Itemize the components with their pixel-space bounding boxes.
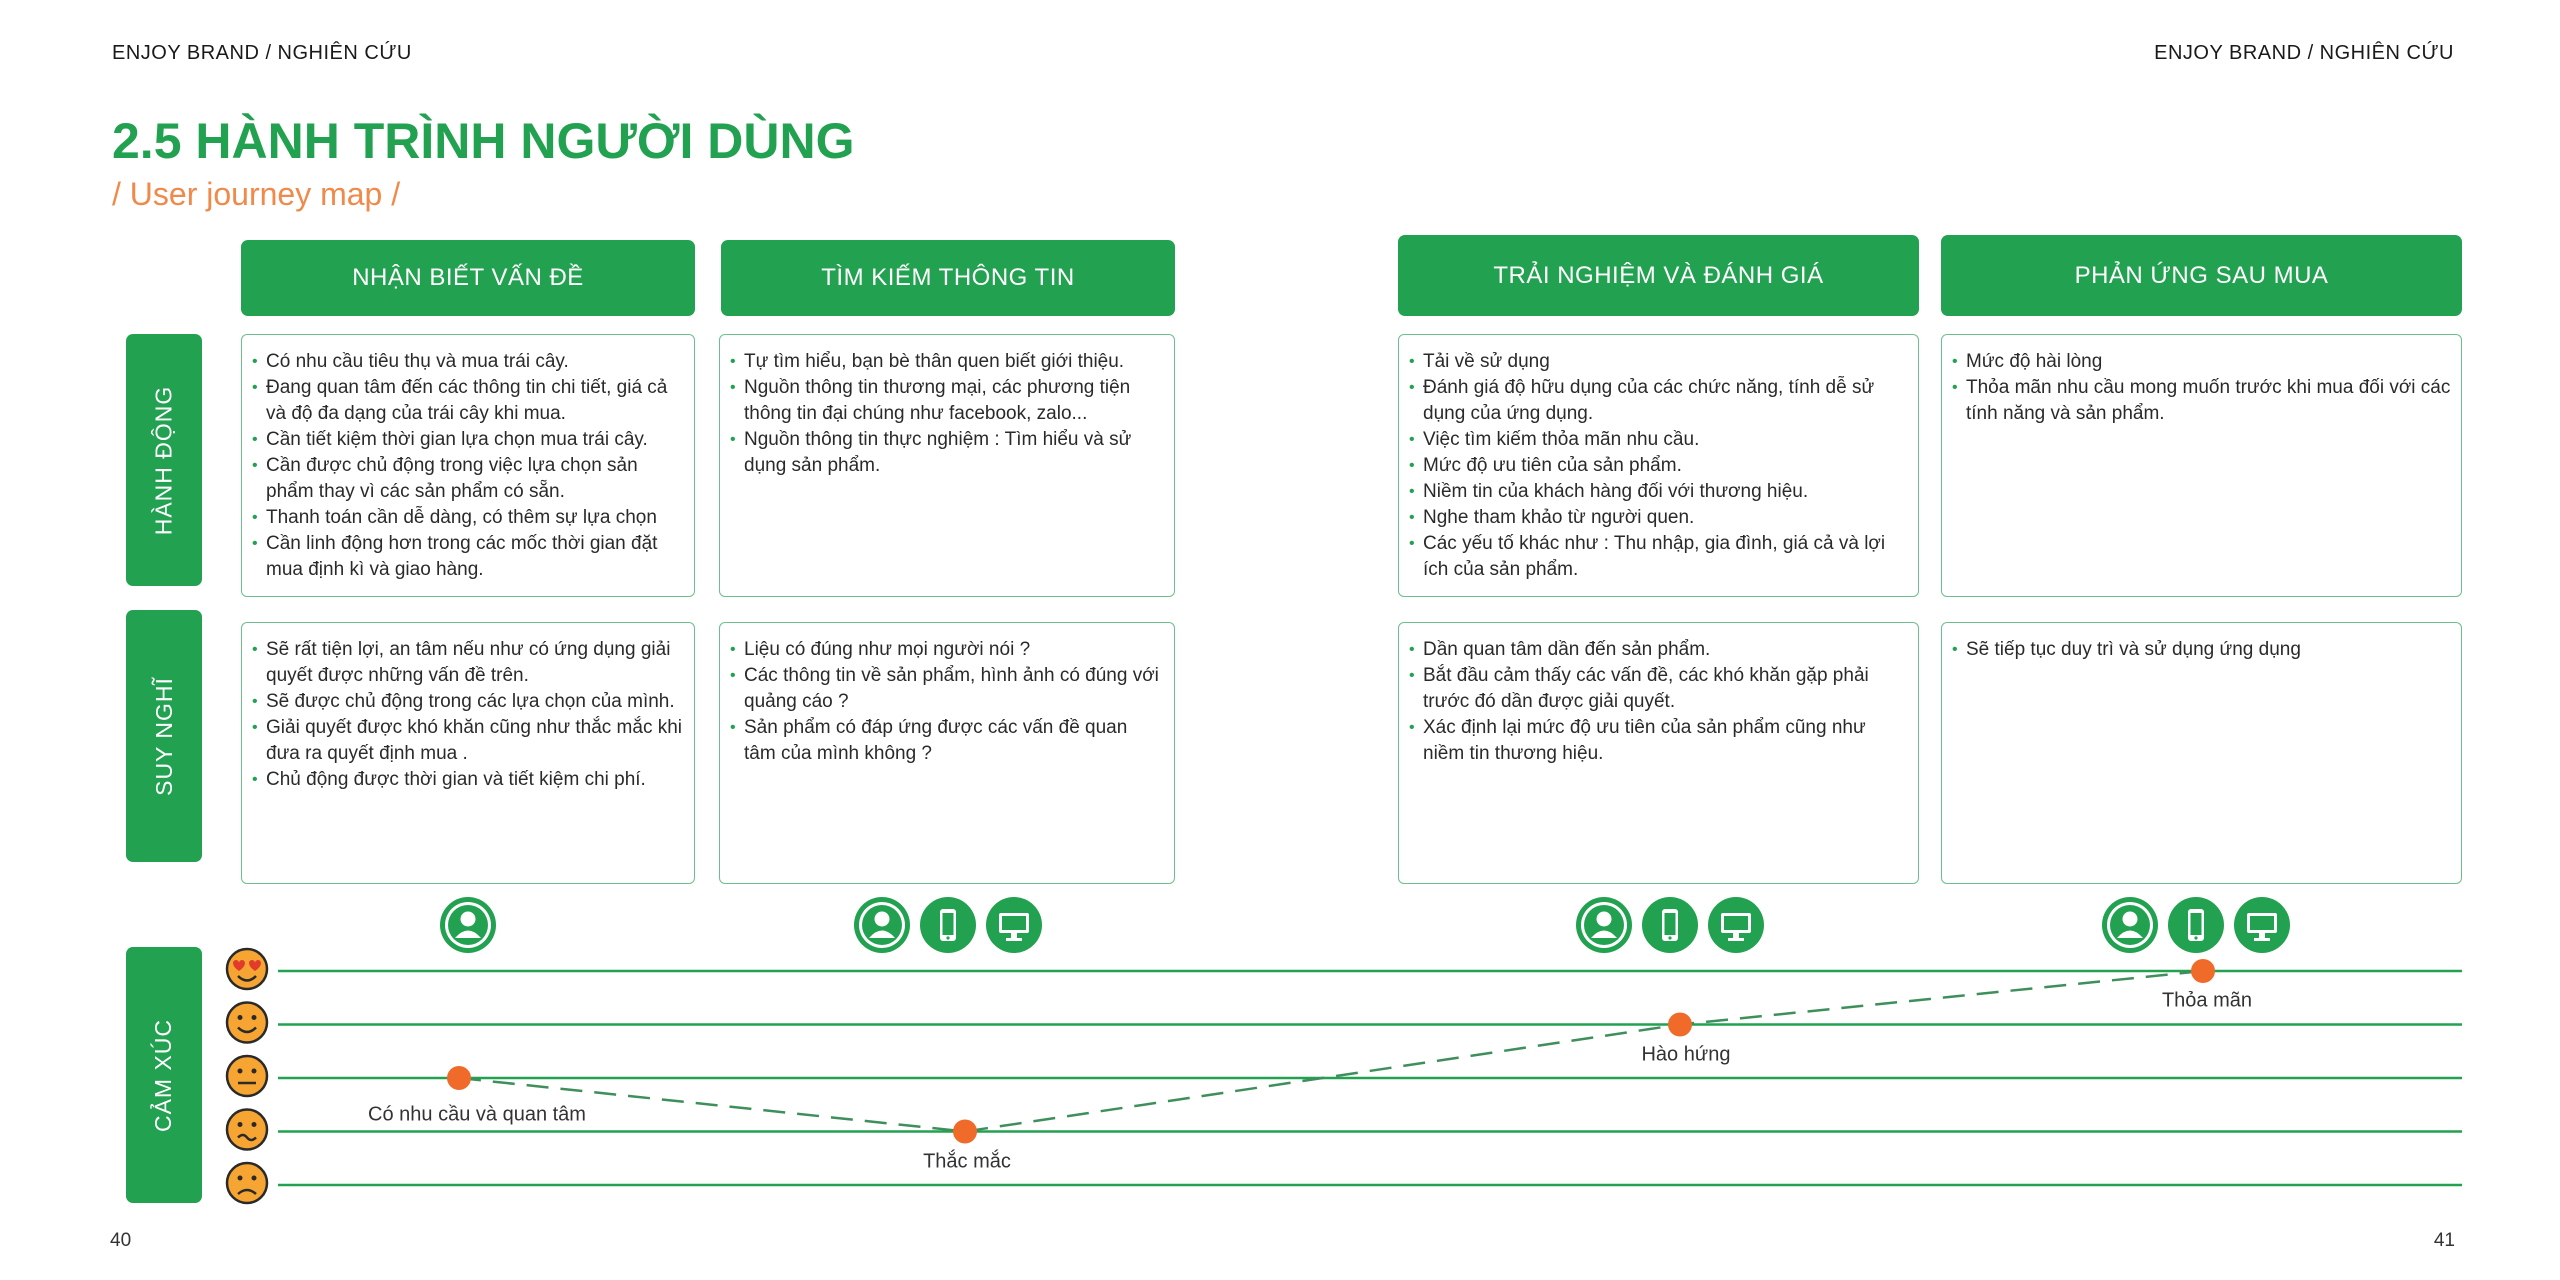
stage-header-awareness: NHẬN BIẾT VẤN ĐỀ: [241, 240, 695, 316]
actions-box-search: Tự tìm hiểu, bạn bè thân quen biết giới …: [719, 334, 1175, 597]
actions-list: Tải về sử dụngĐánh giá độ hữu dụng của c…: [1409, 349, 1908, 583]
person-icon: [439, 896, 497, 954]
thoughts-box-search: Liệu có đúng như mọi người nói ?Các thôn…: [719, 622, 1175, 884]
list-item: Mức độ hài lòng: [1952, 349, 2451, 375]
emotion-point-label: Thỏa mãn: [2161, 989, 2253, 1012]
stage-header-experience: TRẢI NGHIỆM VÀ ĐÁNH GIÁ: [1398, 235, 1919, 316]
thoughts-list: Sẽ tiếp tục duy trì và sử dụng ứng dụng: [1952, 637, 2451, 663]
actions-list: Tự tìm hiểu, bạn bè thân quen biết giới …: [730, 349, 1164, 479]
row-label-emotions: CẢM XÚC: [126, 947, 202, 1203]
thoughts-box-awareness: Sẽ rất tiện lợi, an tâm nếu như có ứng d…: [241, 622, 695, 884]
emotion-point: [2191, 959, 2215, 983]
list-item: Liệu có đúng như mọi người nói ?: [730, 637, 1164, 663]
actions-list: Mức độ hài lòngThỏa mãn nhu cầu mong muố…: [1952, 349, 2451, 427]
list-item: Xác định lại mức độ ưu tiên của sản phẩm…: [1409, 715, 1908, 767]
emotion-point-label: Có nhu cầu và quan tâm: [368, 1103, 586, 1126]
stage-header-post-purchase: PHẢN ỨNG SAU MUA: [1941, 235, 2462, 316]
stage-header-search: TÌM KIẾM THÔNG TIN: [721, 240, 1175, 316]
list-item: Sẽ tiếp tục duy trì và sử dụng ứng dụng: [1952, 637, 2451, 663]
list-item: Nguồn thông tin thực nghiệm : Tìm hiểu v…: [730, 427, 1164, 479]
monitor-icon: [2233, 896, 2291, 954]
actions-list: Có nhu cầu tiêu thụ và mua trái cây.Đang…: [252, 349, 684, 583]
thoughts-box-experience: Dần quan tâm dần đến sản phẩm.Bắt đầu cả…: [1398, 622, 1919, 884]
list-item: Sản phẩm có đáp ứng được các vấn đề quan…: [730, 715, 1164, 767]
header-left: ENJOY BRAND / NGHIÊN CỨU: [112, 42, 412, 64]
list-item: Thanh toán cần dễ dàng, có thêm sự lựa c…: [252, 505, 684, 531]
emotion-path-line: [458, 969, 2204, 1133]
emoji-neutral-icon: [225, 1054, 269, 1098]
emoji-happy-icon: [225, 1001, 269, 1044]
list-item: Cần linh động hơn trong các mốc thời gia…: [252, 531, 684, 583]
list-item: Nguồn thông tin thương mại, các phương t…: [730, 375, 1164, 427]
page-subtitle: / User journey map /: [112, 176, 401, 212]
person-icon: [853, 896, 911, 954]
actions-box-experience: Tải về sử dụngĐánh giá độ hữu dụng của c…: [1398, 334, 1919, 597]
page-number-left: 40: [110, 1230, 132, 1251]
list-item: Sẽ được chủ động trong các lựa chọn của …: [252, 689, 684, 715]
list-item: Niềm tin của khách hàng đối với thương h…: [1409, 479, 1908, 505]
person-icon: [1575, 896, 1633, 954]
list-item: Dần quan tâm dần đến sản phẩm.: [1409, 637, 1908, 663]
emoji-uneasy-icon: [225, 1108, 269, 1151]
actions-box-awareness: Có nhu cầu tiêu thụ và mua trái cây.Đang…: [241, 334, 695, 597]
thoughts-list: Sẽ rất tiện lợi, an tâm nếu như có ứng d…: [252, 637, 684, 793]
list-item: Cần được chủ động trong việc lựa chọn sả…: [252, 453, 684, 505]
list-item: Tải về sử dụng: [1409, 349, 1908, 375]
person-icon: [2101, 896, 2159, 954]
emotion-point-label: Hào hứng: [1641, 1043, 1731, 1065]
emoji-love-icon: [225, 947, 269, 991]
emoji-sad-icon: [225, 1161, 269, 1205]
list-item: Đánh giá độ hữu dụng của các chức năng, …: [1409, 375, 1908, 427]
phone-icon: [1641, 896, 1699, 954]
phone-icon: [919, 896, 977, 954]
list-item: Cần tiết kiệm thời gian lựa chọn mua trá…: [252, 427, 684, 453]
list-item: Đang quan tâm đến các thông tin chi tiết…: [252, 375, 684, 427]
monitor-icon: [985, 896, 1043, 954]
emotion-point-label: Thắc mắc: [923, 1150, 1011, 1172]
list-item: Thỏa mãn nhu cầu mong muốn trước khi mua…: [1952, 375, 2451, 427]
emotion-point: [953, 1119, 977, 1144]
emotion-point: [1668, 1012, 1692, 1037]
page-title: 2.5 HÀNH TRÌNH NGƯỜI DÙNG: [112, 113, 855, 169]
list-item: Mức độ ưu tiên của sản phẩm.: [1409, 453, 1908, 479]
actions-box-post-purchase: Mức độ hài lòngThỏa mãn nhu cầu mong muố…: [1941, 334, 2462, 597]
emotion-point: [447, 1066, 471, 1090]
page-number-right: 41: [2433, 1230, 2455, 1251]
thoughts-list: Dần quan tâm dần đến sản phẩm.Bắt đầu cả…: [1409, 637, 1908, 767]
row-label-thoughts: SUY NGHĨ: [126, 610, 202, 862]
header-right: ENJOY BRAND / NGHIÊN CỨU: [2154, 42, 2454, 64]
list-item: Có nhu cầu tiêu thụ và mua trái cây.: [252, 349, 684, 375]
list-item: Chủ động được thời gian và tiết kiệm chi…: [252, 767, 684, 793]
row-label-actions: HÀNH ĐỘNG: [126, 334, 202, 586]
thoughts-box-post-purchase: Sẽ tiếp tục duy trì và sử dụng ứng dụng: [1941, 622, 2462, 884]
list-item: Giải quyết được khó khăn cũng như thắc m…: [252, 715, 684, 767]
list-item: Các thông tin về sản phẩm, hình ảnh có đ…: [730, 663, 1164, 715]
list-item: Tự tìm hiểu, bạn bè thân quen biết giới …: [730, 349, 1164, 375]
phone-icon: [2167, 896, 2225, 954]
list-item: Các yếu tố khác như : Thu nhập, gia đình…: [1409, 531, 1908, 583]
thoughts-list: Liệu có đúng như mọi người nói ?Các thôn…: [730, 637, 1164, 767]
list-item: Việc tìm kiếm thỏa mãn nhu cầu.: [1409, 427, 1908, 453]
list-item: Bắt đầu cảm thấy các vấn đề, các khó khă…: [1409, 663, 1908, 715]
list-item: Sẽ rất tiện lợi, an tâm nếu như có ứng d…: [252, 637, 684, 689]
monitor-icon: [1707, 896, 1765, 954]
list-item: Nghe tham khảo từ người quen.: [1409, 505, 1908, 531]
